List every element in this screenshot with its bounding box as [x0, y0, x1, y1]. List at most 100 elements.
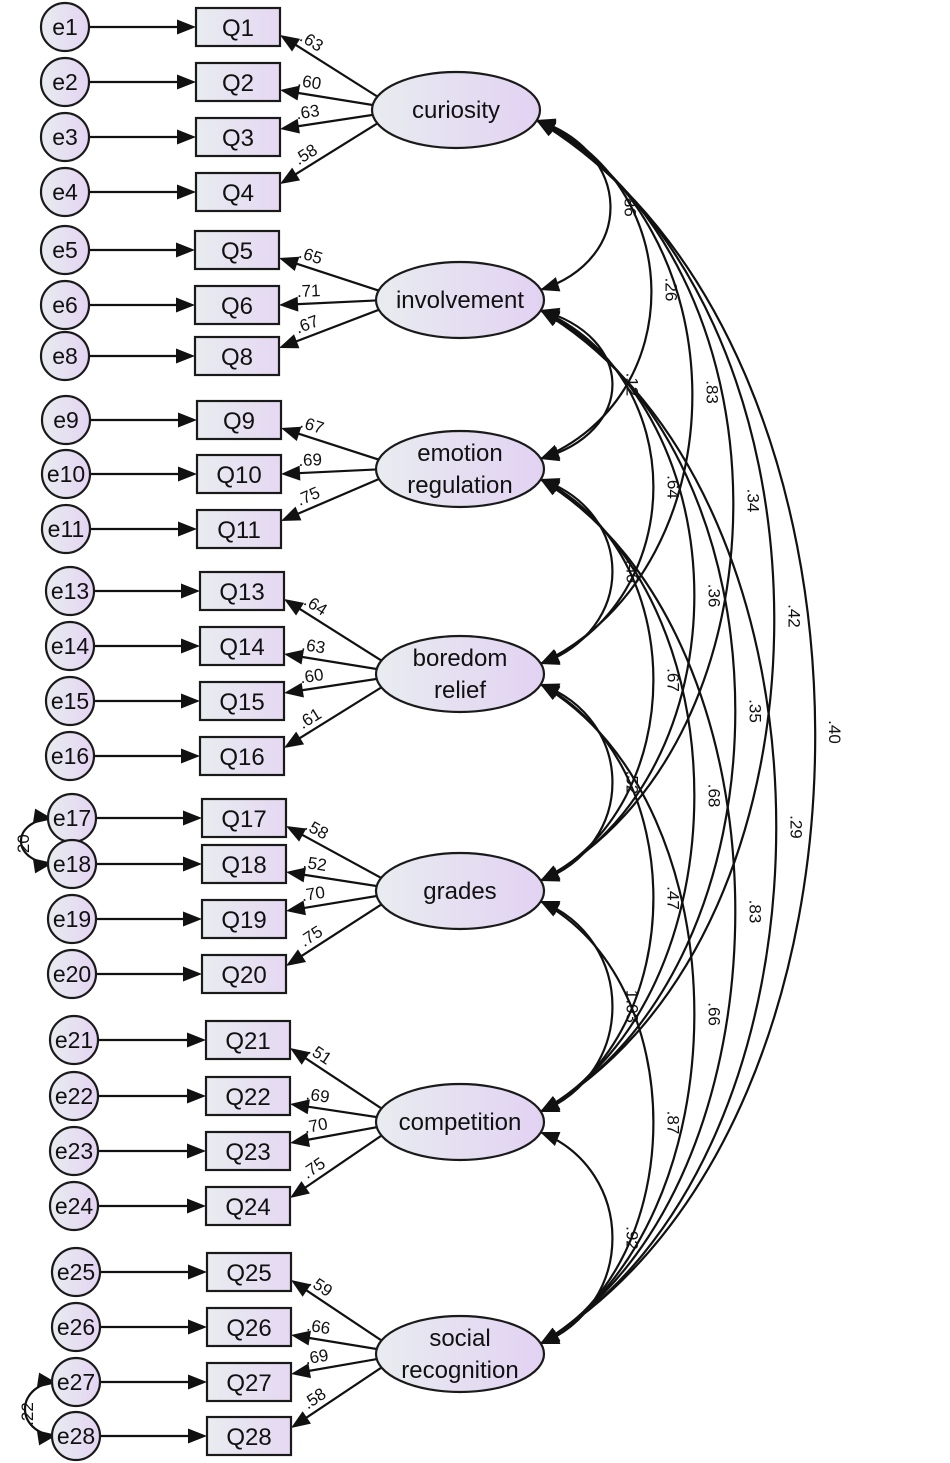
indicator-label-Q14: Q14 [219, 634, 264, 661]
error-label-e19: e19 [53, 906, 91, 932]
correlation-head-end [540, 650, 561, 665]
correlation-label-emotion-regulation-social-recognition: .83 [745, 900, 764, 924]
error-path-e25-head [188, 1264, 207, 1280]
error-path-e6-head [176, 297, 195, 313]
loading-path-Q18 [299, 873, 387, 889]
error-label-e21: e21 [55, 1027, 93, 1053]
loading-label-Q26: .66 [305, 1316, 331, 1339]
error-label-e28: e28 [57, 1423, 95, 1449]
correlation-head-start [540, 479, 561, 496]
correlation-label-grades-social-recognition: .87 [663, 1111, 682, 1135]
correlation-label-curiosity-social-recognition: .40 [825, 720, 844, 744]
error-label-e20: e20 [53, 961, 91, 987]
error-path-e4-head [177, 184, 196, 200]
factor-correlation-layer [535, 118, 817, 1346]
error-path-e19-head [183, 911, 202, 927]
error-e11 [40, 503, 92, 555]
loading-label-Q17: .58 [302, 815, 332, 843]
error-path-e23-head [187, 1143, 206, 1159]
loading-path-Q21-head [290, 1048, 310, 1065]
loading-path-Q25-head [291, 1280, 311, 1297]
loading-path-Q20 [297, 900, 387, 960]
correlation-curiosity-social-recognition [535, 119, 817, 1345]
latent-label-social-recognition: recognition [401, 1357, 518, 1384]
latent-grades [374, 851, 546, 931]
loading-label-Q2: .60 [296, 71, 322, 94]
correlation-label-involvement-boredom-relief: .64 [663, 475, 682, 499]
latent-label-boredom-relief: boredom [413, 645, 508, 672]
error-label-e4: e4 [52, 179, 78, 205]
indicator-label-Q27: Q27 [226, 1370, 271, 1397]
indicator-Q21 [204, 1019, 292, 1061]
latent-label-emotion-regulation: emotion [417, 440, 502, 467]
indicator-Q2 [194, 61, 282, 103]
correlation-curiosity-boredom-relief [535, 119, 694, 665]
error-e27 [50, 1356, 102, 1408]
error-e6 [39, 279, 91, 331]
node-layer [39, 1, 546, 1462]
indicator-label-Q28: Q28 [226, 1424, 271, 1451]
error-e21 [48, 1014, 100, 1066]
indicator-Q16 [198, 735, 286, 777]
correlation-label-emotion-regulation-boredom-relief: .46 [623, 560, 642, 584]
correlation-grades-competition [539, 899, 614, 1114]
correlation-head-start [536, 120, 557, 137]
loading-label-Q14: .63 [300, 635, 326, 658]
error-e28 [50, 1410, 102, 1462]
loading-path-Q3-head [280, 118, 300, 134]
indicator-label-Q8: Q8 [221, 344, 253, 371]
loading-path-Q23-head [290, 1132, 311, 1147]
correlation-label-involvement-social-recognition: .29 [786, 815, 805, 839]
latent-competition [374, 1082, 546, 1162]
error-e3 [39, 111, 91, 163]
indicator-label-Q1: Q1 [222, 15, 254, 42]
correlation-head-start [540, 684, 561, 700]
loading-label-Q25: .59 [306, 1272, 336, 1301]
error-e4 [39, 166, 91, 218]
indicator-Q8 [193, 335, 281, 377]
error-e2 [39, 56, 91, 108]
error-path-e18-head [183, 856, 202, 872]
indicator-Q24 [204, 1185, 292, 1227]
indicator-Q27 [205, 1361, 293, 1403]
error-label-e23: e23 [55, 1138, 93, 1164]
latent-label-social-recognition: social [429, 1325, 490, 1352]
error-label-e9: e9 [53, 407, 79, 433]
indicator-Q14 [198, 625, 286, 667]
error-path-e22-head [187, 1088, 206, 1104]
loading-path-Q4 [291, 119, 383, 178]
indicator-Q19 [200, 898, 288, 940]
indicator-Q11 [195, 508, 283, 550]
correlation-curiosity-grades [535, 119, 735, 882]
correlation-label-curiosity-involvement: .86 [621, 193, 640, 217]
error-path-e8-head [176, 348, 195, 364]
error-e1 [39, 1, 91, 53]
correlation-label-grades-competition: 1.03 [623, 990, 642, 1023]
indicator-Q3 [194, 116, 282, 158]
correlation-head-end [540, 1330, 561, 1344]
indicator-Q26 [205, 1306, 293, 1348]
correlation-label-boredom-relief-grades: .52 [623, 771, 642, 795]
error-label-e14: e14 [51, 633, 90, 659]
loading-path-Q15 [297, 676, 387, 692]
loading-label-Q23: .70 [303, 1114, 330, 1137]
loading-path-Q1-head [280, 35, 301, 52]
error-label-e3: e3 [52, 124, 78, 150]
indicator-label-Q5: Q5 [221, 238, 253, 265]
error-path-e13-head [181, 583, 200, 599]
indicator-label-Q13: Q13 [219, 579, 264, 606]
latent-social-recognition [374, 1314, 546, 1394]
loading-path-Q28-head [291, 1411, 311, 1428]
error-label-e22: e22 [55, 1083, 93, 1109]
loading-label-Q19: .70 [300, 883, 326, 906]
error-e13 [44, 565, 96, 617]
loading-path-Q15-head [284, 682, 304, 698]
latent-label-involvement: involvement [396, 287, 524, 314]
loading-path-Q5 [291, 261, 387, 295]
loading-path-Q14 [297, 655, 387, 672]
loading-path-Q2 [293, 91, 383, 108]
loading-path-Q22 [303, 1105, 387, 1120]
correlation-boredom-relief-grades [539, 682, 614, 883]
